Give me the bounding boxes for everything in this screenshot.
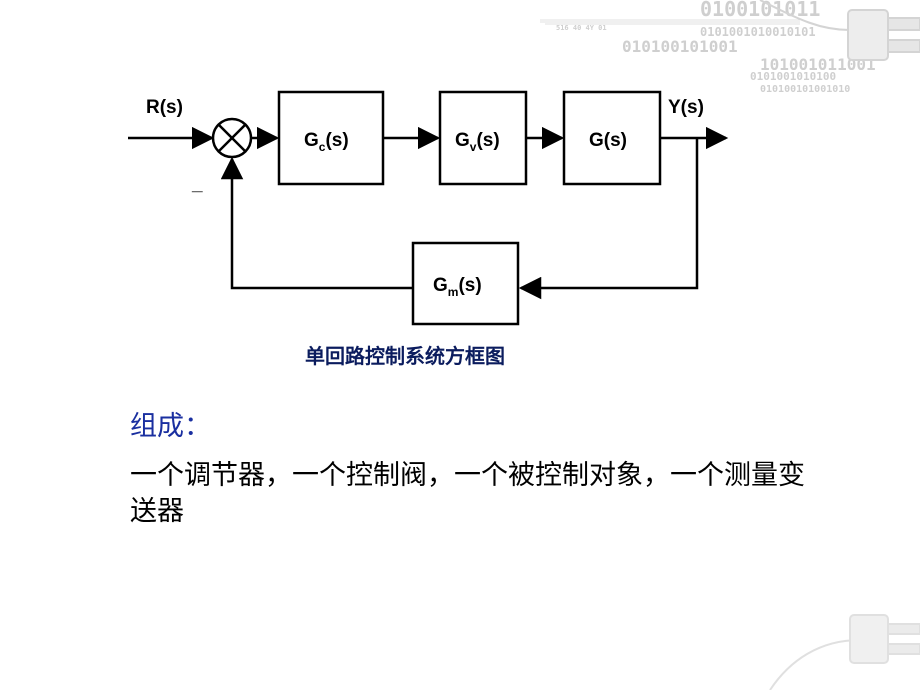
minus-sign: _: [191, 174, 203, 195]
measurement-block: [411, 241, 520, 326]
diagram-caption: 单回路控制系统方框图: [305, 344, 505, 368]
decor-digits: 516 40 4Y 01: [556, 24, 607, 32]
decor-digits: 0101001010100: [750, 70, 836, 83]
decor-digits: 0101001010010101: [700, 25, 816, 39]
section-heading: 组成：: [130, 411, 211, 442]
controller-label: Gc(s): [304, 130, 349, 154]
summing-junction-icon: [211, 117, 253, 159]
body-text: 一个调节器，一个控制阀，一个被控制对象，一个测量变送器: [130, 460, 805, 527]
feedback-path: [518, 138, 699, 300]
process-label: G(s): [589, 130, 627, 151]
measurement-label: Gm(s): [433, 275, 482, 299]
decor-digits: 010100101001010: [760, 84, 850, 95]
plug-icon: [759, 0, 920, 61]
valve-label: Gv(s): [455, 130, 500, 154]
output-label: Y(s): [668, 97, 704, 118]
decor-digits: 010100101001: [622, 37, 738, 56]
plug-icon: [769, 614, 920, 690]
input-label: R(s): [146, 97, 183, 118]
feedback-return-path: [220, 156, 413, 290]
decor-digits: 101001011001: [760, 55, 876, 74]
